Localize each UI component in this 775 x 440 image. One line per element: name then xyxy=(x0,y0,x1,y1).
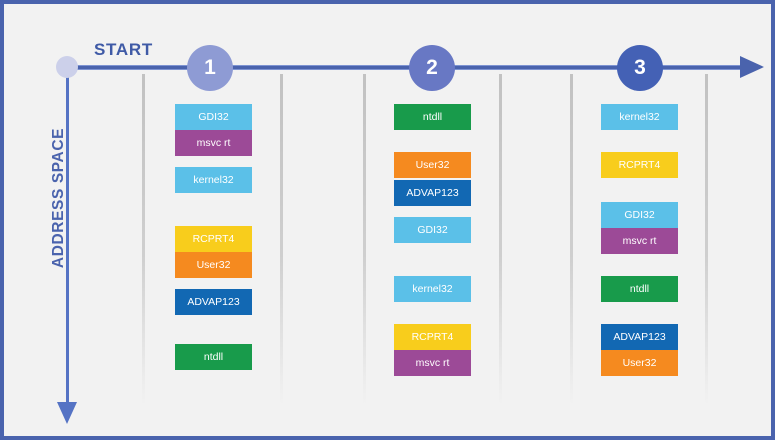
timeline-origin-dot-icon xyxy=(56,56,78,78)
module-box[interactable]: RCPRT4 xyxy=(175,226,252,252)
step-marker-2[interactable]: 2 xyxy=(409,45,455,91)
module-box[interactable]: User32 xyxy=(394,152,471,178)
module-box[interactable]: ADVAP123 xyxy=(175,289,252,315)
column-divider-5 xyxy=(570,74,573,406)
module-box[interactable]: kernel32 xyxy=(175,167,252,193)
column-divider-6 xyxy=(705,74,708,406)
module-box[interactable]: RCPRT4 xyxy=(601,152,678,178)
module-box[interactable]: ntdll xyxy=(394,104,471,130)
column-divider-2 xyxy=(280,74,283,406)
module-box[interactable]: msvc rt xyxy=(394,350,471,376)
column-divider-1 xyxy=(142,74,145,406)
step-marker-3[interactable]: 3 xyxy=(617,45,663,91)
module-box[interactable]: kernel32 xyxy=(601,104,678,130)
column-divider-3 xyxy=(363,74,366,406)
module-box[interactable]: User32 xyxy=(601,350,678,376)
step-marker-1[interactable]: 1 xyxy=(187,45,233,91)
module-box[interactable]: msvc rt xyxy=(601,228,678,254)
module-box[interactable]: GDI32 xyxy=(394,217,471,243)
module-box[interactable]: GDI32 xyxy=(175,104,252,130)
module-box[interactable]: kernel32 xyxy=(394,276,471,302)
timeline-arrow-icon xyxy=(740,56,764,78)
module-box[interactable]: RCPRT4 xyxy=(394,324,471,350)
module-box[interactable]: msvc rt xyxy=(175,130,252,156)
module-box[interactable]: ADVAP123 xyxy=(394,180,471,206)
module-box[interactable]: ntdll xyxy=(175,344,252,370)
module-box[interactable]: ADVAP123 xyxy=(601,324,678,350)
address-space-axis-label: ADDRESS SPACE xyxy=(50,127,67,269)
start-label: START xyxy=(94,40,153,59)
module-box[interactable]: GDI32 xyxy=(601,202,678,228)
address-space-arrow-icon xyxy=(57,402,77,424)
column-divider-4 xyxy=(499,74,502,406)
address-space-axis-line xyxy=(66,67,69,407)
module-box[interactable]: ntdll xyxy=(601,276,678,302)
module-box[interactable]: User32 xyxy=(175,252,252,278)
